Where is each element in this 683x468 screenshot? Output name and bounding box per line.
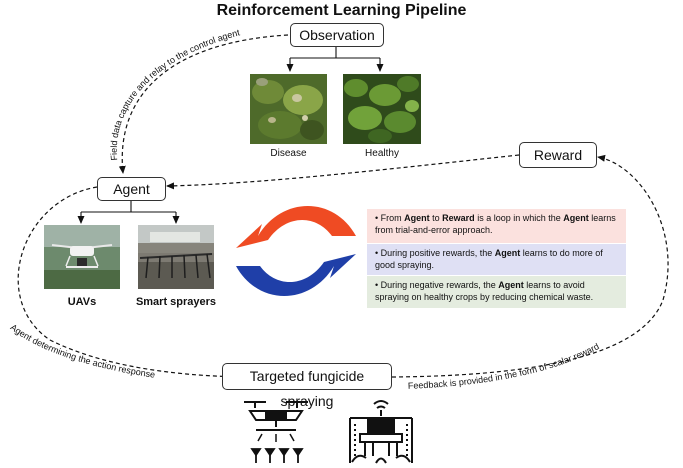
arc-label-act: Agent determining the action response [9, 322, 156, 380]
smart-sprayer-photo [138, 225, 214, 289]
arc-agent-to-action [17, 186, 244, 381]
cycle-arrow-bottom [236, 254, 356, 296]
arc-label-feedback: Feedback is provided in the form of scal… [408, 341, 601, 391]
crop-spraying-drone-icon [244, 401, 308, 463]
sprayers-caption: Smart sprayers [135, 296, 217, 308]
diagram-title: Reinforcement Learning Pipeline [216, 2, 467, 19]
arc-observation-to-agent [118, 34, 289, 174]
arc-action-to-reward [391, 154, 669, 378]
observation-node: Observation [290, 23, 384, 47]
uav-photo [44, 225, 120, 289]
note-negative: • During negative rewards, the Agent lea… [367, 276, 626, 308]
note-text: Agent [404, 213, 430, 223]
arc-label-observe: Field data capture and relay to the cont… [109, 27, 241, 161]
note-text: learns from trial-and-error approach. [375, 213, 616, 235]
action-node: Targeted fungicide spraying [222, 363, 392, 409]
observation-tree-lines [286, 46, 384, 72]
bullet-icon: • [375, 280, 381, 290]
agent-tree-lines [77, 200, 180, 224]
note-text: Agent [498, 280, 524, 290]
cycle-arrow-top [236, 206, 356, 248]
uavs-caption: UAVs [67, 296, 97, 308]
note-text: is a loop in which the [474, 213, 564, 223]
note-text: Agent [494, 248, 521, 258]
note-text: Reward [442, 213, 475, 223]
note-loop: • From Agent to Reward is a loop in whic… [367, 209, 626, 243]
ground-spraying-robot-icon [349, 400, 413, 464]
reward-node: Reward [519, 142, 597, 168]
bullet-icon: • [375, 248, 381, 258]
note-text: learns to avoid spraying on healthy crop… [375, 280, 594, 302]
note-text: learns to do more of good spraying. [375, 248, 603, 270]
arc-reward-to-agent [166, 154, 520, 190]
note-text: From [380, 213, 405, 223]
disease-caption: Disease [270, 148, 307, 159]
healthy-leaf-photo [343, 74, 421, 144]
bullet-icon: • [375, 213, 381, 223]
healthy-caption: Healthy [365, 148, 399, 159]
cycle-arrows-icon [236, 206, 356, 296]
disease-leaf-photo [250, 74, 327, 144]
note-text: During positive rewards, the [380, 248, 495, 258]
note-positive: • During positive rewards, the Agent lea… [367, 244, 626, 275]
agent-node: Agent [97, 177, 166, 201]
note-text: Agent [563, 213, 589, 223]
note-text: During negative rewards, the [380, 280, 499, 290]
note-text: to [429, 213, 443, 223]
